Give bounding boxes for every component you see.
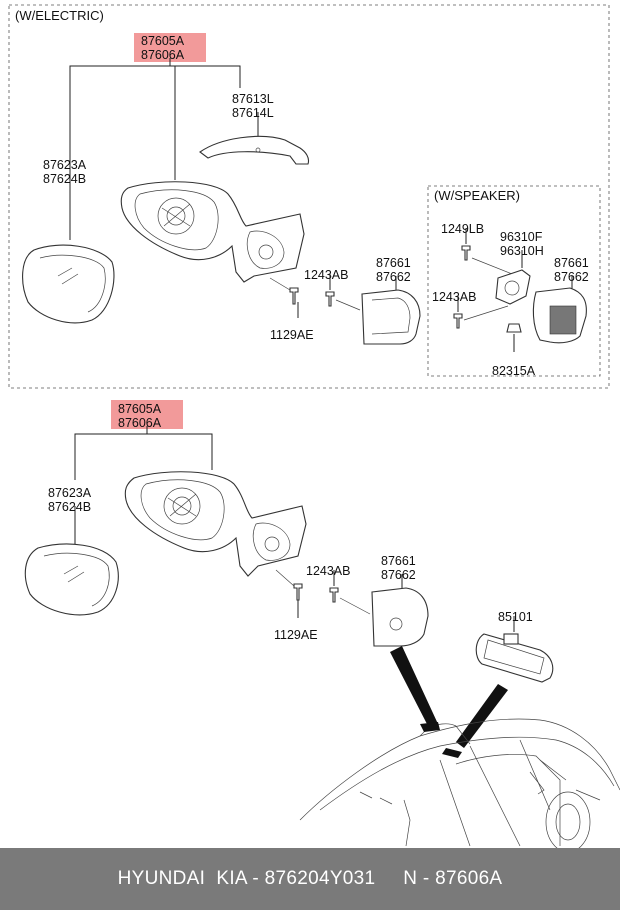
pointer-arrow-outer-mirror bbox=[390, 646, 438, 726]
inside-rearview-mirror bbox=[475, 633, 554, 683]
screw-1243ab-upper bbox=[325, 291, 335, 307]
part-number-87606a-lower[interactable]: 87606A bbox=[118, 416, 162, 430]
footer-bar: HYUNDAI KIA - 876204Y031 N - 87606A bbox=[0, 848, 620, 910]
part-number-1243ab-speaker[interactable]: 1243AB bbox=[432, 290, 476, 304]
part-number-1129ae-lower[interactable]: 1129AE bbox=[274, 628, 318, 642]
bolt-1129ae-lower bbox=[293, 583, 303, 601]
part-number-87606a-upper[interactable]: 87606A bbox=[141, 48, 185, 62]
part-number-1249lb[interactable]: 1249LB bbox=[441, 222, 484, 236]
part-number-1243ab-lower[interactable]: 1243AB bbox=[306, 564, 350, 578]
footer-part-info: HYUNDAI KIA - 876204Y031 N - 87606A bbox=[117, 868, 503, 889]
clip-82315a bbox=[506, 323, 522, 333]
mirror-housing-lower bbox=[124, 471, 307, 577]
bolt-1129ae-upper bbox=[289, 287, 299, 305]
leader-bracket-upper bbox=[69, 65, 241, 240]
pointer-arrow-inner-mirror bbox=[456, 684, 508, 748]
part-number-87662-lower[interactable]: 87662 bbox=[381, 568, 416, 582]
electric-section-frame bbox=[8, 4, 610, 389]
screw-1249lb bbox=[461, 245, 471, 261]
highlight-box-lower bbox=[111, 400, 183, 429]
screw-1243ab-lower bbox=[329, 587, 339, 603]
part-number-87605a-lower[interactable]: 87605A bbox=[118, 402, 162, 416]
part-number-87661-lower[interactable]: 87661 bbox=[381, 554, 416, 568]
part-number-87623a-lower[interactable]: 87623A bbox=[48, 486, 92, 500]
part-number-87661-speaker[interactable]: 87661 bbox=[554, 256, 589, 270]
part-number-87613l[interactable]: 87613L bbox=[232, 92, 274, 106]
speaker-unit bbox=[495, 269, 531, 305]
speaker-section-frame bbox=[427, 185, 601, 377]
part-number-87624b-lower[interactable]: 87624B bbox=[48, 500, 91, 514]
screw-1243ab-speaker bbox=[453, 313, 463, 329]
section-speaker-label: (W/SPEAKER) bbox=[434, 188, 520, 203]
mirror-cap-upper bbox=[361, 289, 421, 345]
mirror-cap-lower bbox=[371, 587, 429, 647]
highlight-box-upper bbox=[134, 33, 206, 62]
part-number-87614l[interactable]: 87614L bbox=[232, 106, 274, 120]
leader-bracket-lower bbox=[74, 433, 213, 480]
vehicle-mirror-location bbox=[420, 722, 440, 732]
part-number-85101[interactable]: 85101 bbox=[498, 610, 533, 624]
part-number-87624b-upper[interactable]: 87624B bbox=[43, 172, 86, 186]
part-number-82315a[interactable]: 82315A bbox=[492, 364, 536, 378]
side-repeater-cover bbox=[199, 135, 310, 165]
vehicle-outline bbox=[299, 718, 620, 848]
mirror-glass-upper bbox=[22, 244, 115, 324]
part-number-87662-speaker[interactable]: 87662 bbox=[554, 270, 589, 284]
part-number-96310f[interactable]: 96310F bbox=[500, 230, 543, 244]
speaker-grille bbox=[549, 305, 577, 335]
section-electric-label: (W/ELECTRIC) bbox=[15, 8, 104, 23]
part-number-87662-upper[interactable]: 87662 bbox=[376, 270, 411, 284]
part-number-87623a-upper[interactable]: 87623A bbox=[43, 158, 87, 172]
part-number-1243ab-upper[interactable]: 1243AB bbox=[304, 268, 348, 282]
part-number-87661-upper[interactable]: 87661 bbox=[376, 256, 411, 270]
parts-diagram: (W/ELECTRIC) 87605A 87606A 87623A 87624B… bbox=[8, 4, 620, 848]
mirror-housing-upper bbox=[120, 181, 305, 283]
part-number-87605a-upper[interactable]: 87605A bbox=[141, 34, 185, 48]
part-number-1129ae-upper[interactable]: 1129AE bbox=[270, 328, 314, 342]
vehicle-inner-mirror-location bbox=[442, 748, 462, 758]
